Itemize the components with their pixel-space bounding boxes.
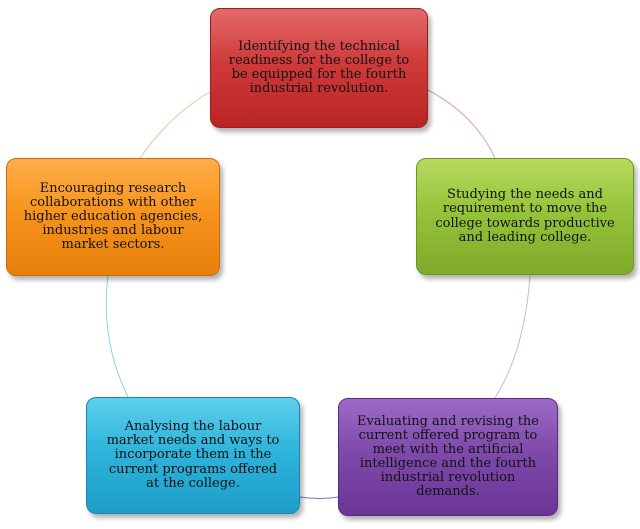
node-technical-readiness: Identifying the technical readiness for … bbox=[210, 8, 428, 128]
node-evaluate-programs-text: Evaluating and revising the current offe… bbox=[356, 413, 539, 500]
node-labour-market-text: Analysing the labour market needs and wa… bbox=[106, 419, 280, 491]
node-needs-requirement-text: Studying the needs and requirement to mo… bbox=[435, 187, 615, 245]
node-labour-market: Analysing the labour market needs and wa… bbox=[86, 397, 300, 514]
node-evaluate-programs: Evaluating and revising the current offe… bbox=[338, 398, 558, 516]
node-technical-readiness-text: Identifying the technical readiness for … bbox=[228, 38, 410, 97]
connector-4-5 bbox=[105, 275, 129, 398]
node-research-collaboration-text: Encouraging research collaborations with… bbox=[23, 180, 203, 253]
connector-3-4 bbox=[299, 496, 339, 499]
connector-5-1 bbox=[139, 91, 211, 159]
connector-2-3 bbox=[494, 274, 531, 399]
connector-1-2 bbox=[427, 89, 496, 159]
node-needs-requirement: Studying the needs and requirement to mo… bbox=[416, 158, 634, 275]
node-research-collaboration: Encouraging research collaborations with… bbox=[6, 158, 220, 276]
